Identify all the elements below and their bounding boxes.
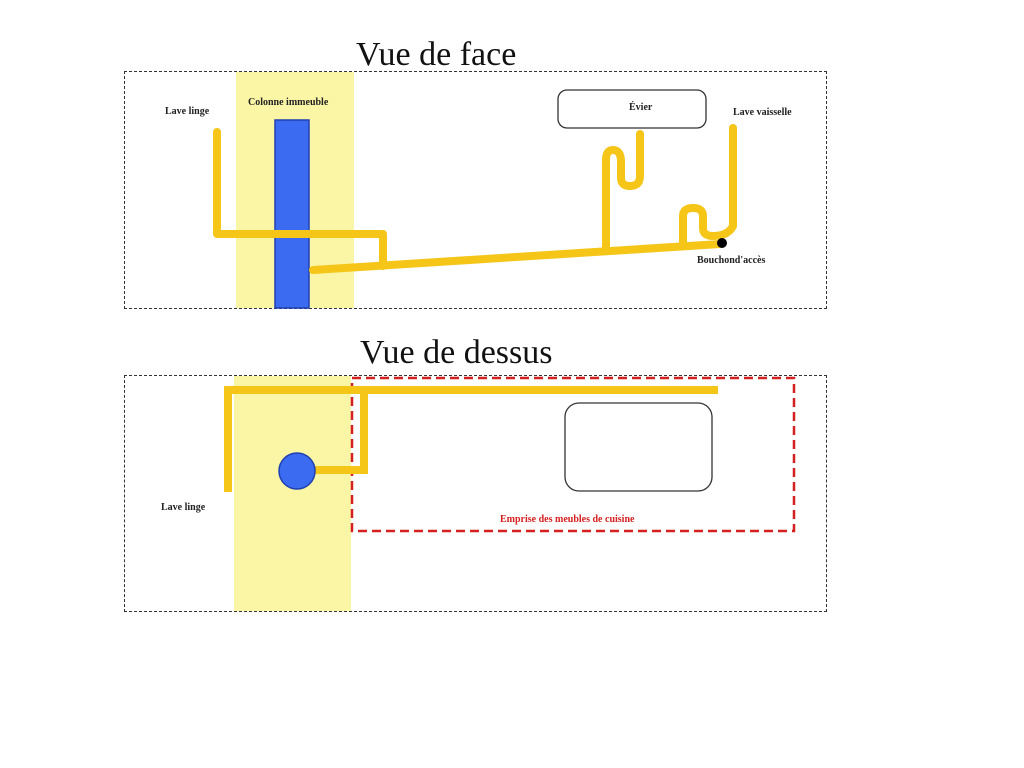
front-view-panel <box>124 71 827 309</box>
kitchen-footprint-outline <box>350 376 796 533</box>
main-drain-line <box>309 240 724 274</box>
top-view-title: Vue de dessus <box>360 334 553 371</box>
top-washing-machine-pipe <box>224 386 718 492</box>
top-branch-pipe <box>315 390 368 474</box>
access-cap-marker <box>717 238 727 248</box>
sink-trap <box>602 130 644 254</box>
access-cap-label: Bouchond'accès <box>697 255 766 266</box>
top-view-panel <box>124 375 827 612</box>
building-column-label: Colonne immeuble <box>248 97 329 108</box>
sink-label: Évier <box>629 102 653 113</box>
sink-box <box>557 89 707 129</box>
top-washing-machine-label: Lave linge <box>161 502 206 513</box>
dishwasher-trap <box>679 124 737 250</box>
building-column-pipe <box>274 119 310 309</box>
kitchen-footprint-label: Emprise des meubles de cuisine <box>500 514 635 525</box>
dishwasher-label: Lave vaisselle <box>733 107 792 118</box>
building-column-top <box>278 452 316 490</box>
front-view-title: Vue de face <box>356 36 517 73</box>
front-washing-machine-label: Lave linge <box>165 106 210 117</box>
sink-outline-top <box>564 402 713 492</box>
washing-machine-riser <box>213 128 387 270</box>
top-wall-band <box>234 376 351 611</box>
